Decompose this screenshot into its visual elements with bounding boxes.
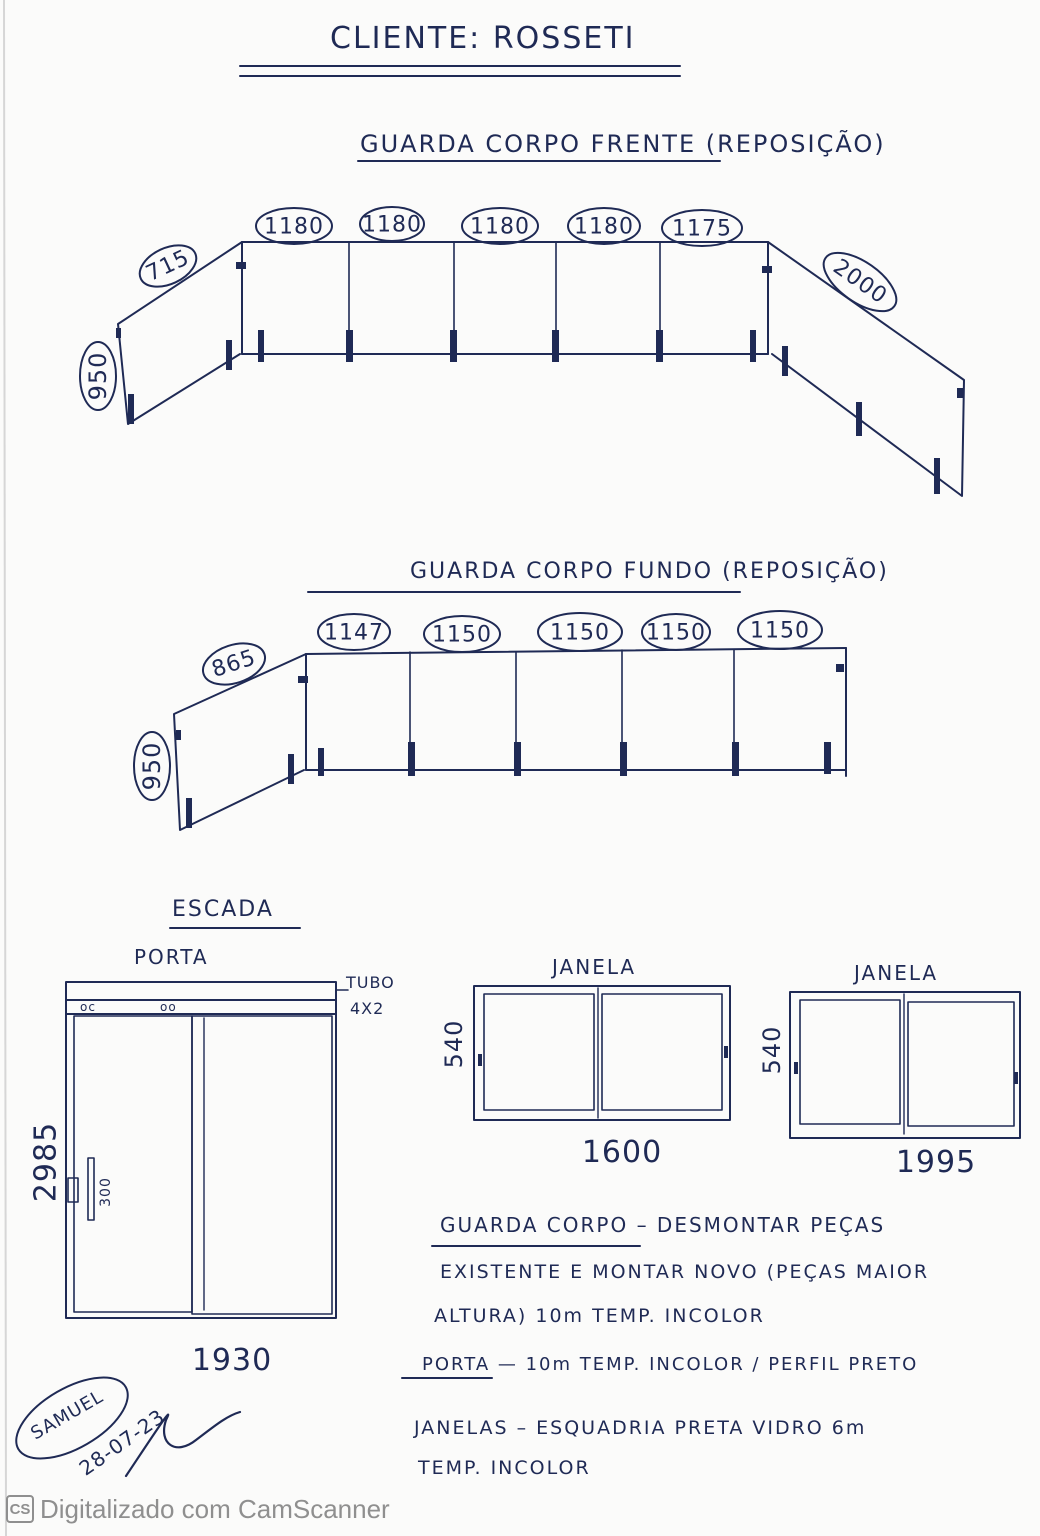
back-height-dim: 950	[138, 742, 166, 791]
front-dims: 950 715 1180 1180 1180 1180 1175 2000	[79, 206, 898, 411]
client-title: CLIENTE: ROSSETI	[330, 21, 636, 56]
window-1-height-dim: 540	[440, 1020, 468, 1069]
window-1-width-dim: 1600	[582, 1135, 662, 1170]
front-panel-dim-3: 1180	[470, 215, 530, 240]
back-panel-dim-4: 1150	[646, 621, 706, 646]
signature-stamp: SAMUEL 28-07-23	[15, 1376, 242, 1480]
window-2-height-dim: 540	[758, 1026, 786, 1075]
back-dims: 950 865 1147 1150 1150 1150 1150	[133, 610, 823, 801]
front-panel-dim-1: 1180	[264, 215, 324, 240]
notes: GUARDA CORPO – DESMONTAR PEÇAS EXISTENTE…	[401, 1213, 929, 1479]
back-panel-dim-5: 1150	[750, 619, 810, 644]
signature-name: SAMUEL	[27, 1386, 107, 1444]
stairs-heading: ESCADA	[172, 897, 274, 922]
svg-text:oc: oc	[80, 1000, 96, 1014]
svg-text:oo: oo	[160, 1000, 177, 1014]
scan-edge	[3, 0, 7, 1536]
back-panel-dim-2: 1150	[432, 623, 492, 648]
signature-scribble	[124, 1410, 242, 1478]
tube-label-line1: TUBO	[345, 973, 395, 992]
window-2-drawing	[789, 991, 1021, 1139]
front-panel-dim-2: 1180	[362, 213, 422, 238]
front-panel-dim-4: 1180	[574, 215, 634, 240]
note-line-5: JANELAS – ESQUADRIA PRETA VIDRO 6m	[413, 1417, 866, 1439]
note-line-6: TEMP. INCOLOR	[417, 1457, 591, 1479]
window-1-label: JANELA	[550, 955, 636, 979]
handle-dim: 300	[98, 1177, 114, 1207]
front-height-dim: 950	[84, 352, 112, 401]
note-line-1: GUARDA CORPO – DESMONTAR PEÇAS	[440, 1213, 885, 1237]
watermark-text: Digitalizado com CamScanner	[40, 1493, 390, 1524]
front-left-side-dim: 715	[142, 245, 193, 287]
front-guard-drawing	[116, 241, 965, 497]
camscanner-logo-icon: CS	[6, 1495, 34, 1523]
back-guard-heading: GUARDA CORPO FUNDO (REPOSIÇÃO)	[410, 557, 889, 584]
front-guard-heading: GUARDA CORPO FRENTE (REPOSIÇÃO)	[360, 128, 886, 158]
scanner-watermark: CS Digitalizado com CamScanner	[6, 1494, 390, 1524]
window-2-label: JANELA	[852, 961, 938, 985]
note-line-4: PORTA — 10m TEMP. INCOLOR / PERFIL PRETO	[422, 1354, 918, 1375]
door-drawing: oc oo	[65, 981, 349, 1319]
note-line-2: EXISTENTE E MONTAR NOVO (PEÇAS MAIOR	[440, 1261, 929, 1283]
front-right-side-dim: 2000	[828, 255, 891, 310]
note-line-3: ALTURA) 10m TEMP. INCOLOR	[434, 1305, 765, 1327]
front-panel-dim-5: 1175	[672, 217, 732, 242]
tube-label-line2: 4X2	[350, 999, 384, 1018]
window-1-drawing	[473, 985, 731, 1121]
door-height-dim: 2985	[29, 1122, 64, 1202]
back-guard-drawing	[173, 647, 847, 831]
door-width-dim: 1930	[192, 1343, 272, 1378]
back-panel-dim-1: 1147	[324, 621, 384, 646]
door-label: PORTA	[134, 945, 209, 969]
window-2-width-dim: 1995	[896, 1145, 976, 1180]
back-panel-dim-3: 1150	[550, 621, 610, 646]
